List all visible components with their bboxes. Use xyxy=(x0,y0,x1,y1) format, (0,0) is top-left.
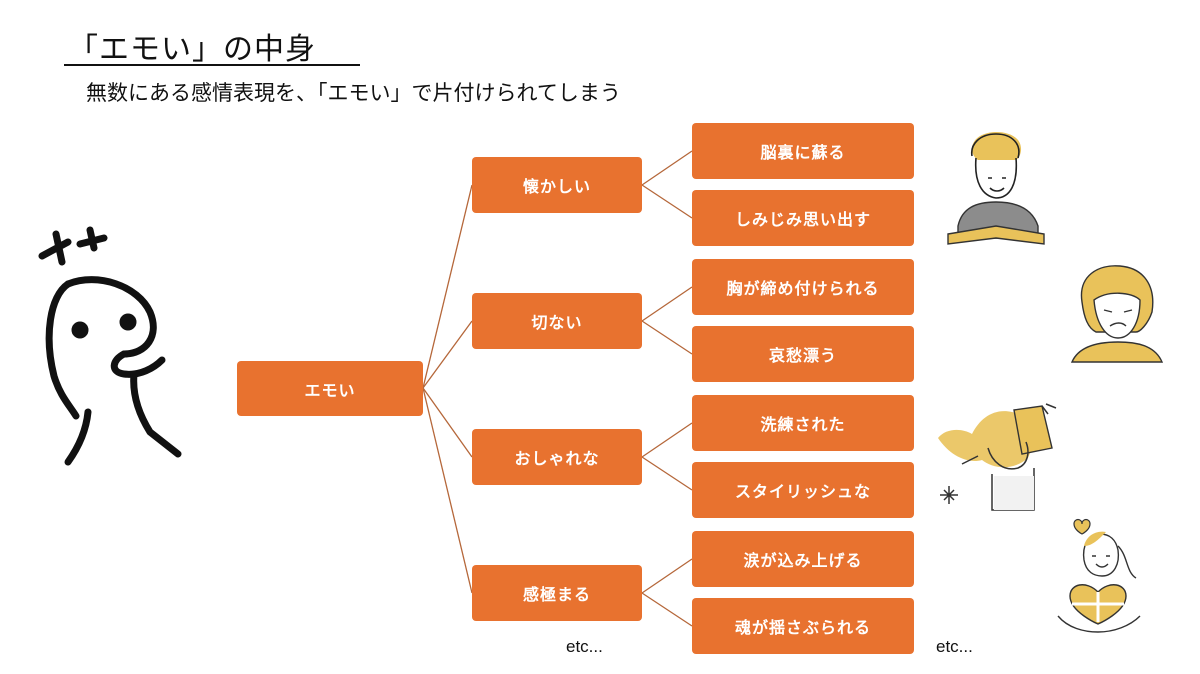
title-underline xyxy=(64,64,360,66)
child-node: 洗練された xyxy=(692,395,914,451)
category-node: 懐かしい xyxy=(472,157,642,213)
root-node: エモい xyxy=(237,361,423,416)
child-node: 胸が締め付けられる xyxy=(692,259,914,315)
child-node: 脳裏に蘇る xyxy=(692,123,914,179)
child-node: スタイリッシュな xyxy=(692,462,914,518)
child-node: 魂が揺さぶられる xyxy=(692,598,914,654)
page-title: 「エモい」の中身 xyxy=(68,32,316,67)
category-node: 感極まる xyxy=(472,565,642,621)
heart-gift-person-icon xyxy=(1057,518,1141,633)
etc-label-right: etc... xyxy=(936,637,973,656)
stylish-person-icon xyxy=(938,403,1057,511)
page-subtitle: 無数にある感情表現を、「エモい」で片付けられてしまう xyxy=(86,81,621,105)
category-node: 切ない xyxy=(472,293,642,349)
child-node: 涙が込み上げる xyxy=(692,531,914,587)
etc-label-left: etc... xyxy=(566,637,603,656)
child-node: 哀愁漂う xyxy=(692,326,914,382)
child-node: しみじみ思い出す xyxy=(692,190,914,246)
character-doodle-icon xyxy=(38,226,182,466)
sad-woman-icon xyxy=(1070,265,1164,363)
reading-man-icon xyxy=(947,131,1045,245)
category-node: おしゃれな xyxy=(472,429,642,485)
